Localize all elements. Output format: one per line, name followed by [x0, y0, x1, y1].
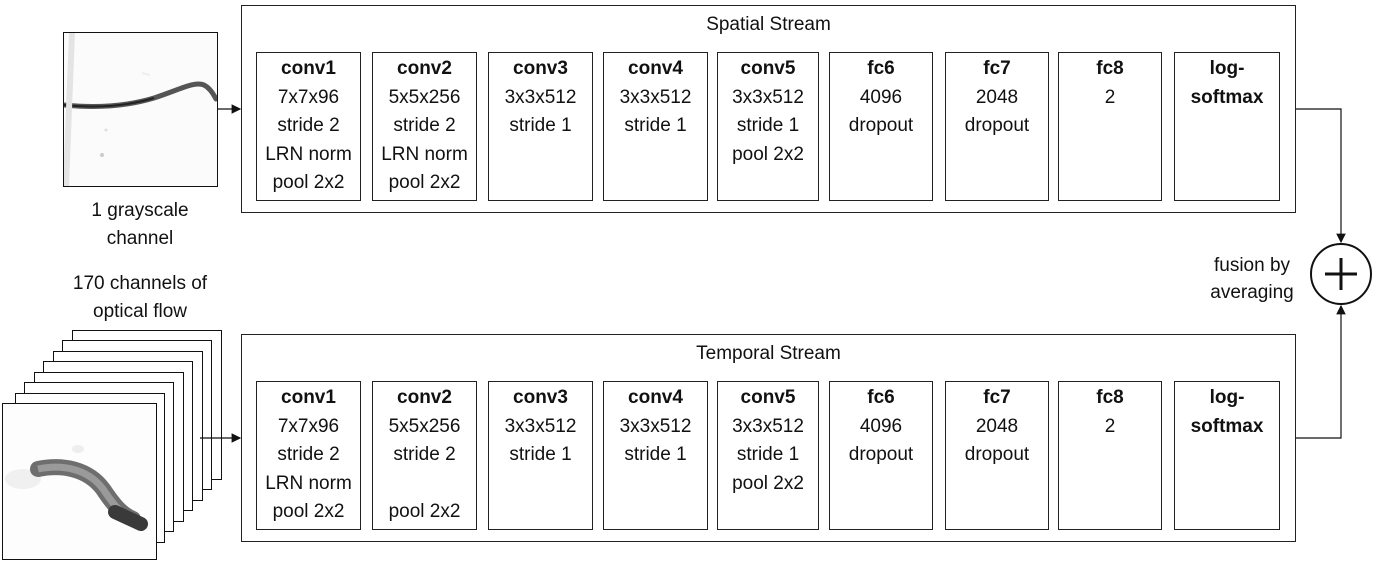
layer-detail: 3x3x512 — [619, 86, 692, 108]
temporal-layer-8: log- softmax — [1174, 381, 1280, 530]
temporal-stream-title: Temporal Stream — [696, 343, 841, 364]
optical-flow-input-caption: 170 channels of optical flow — [72, 273, 208, 322]
layer-detail: 3x3x512 — [619, 415, 692, 437]
layer-detail: stride 2 — [393, 115, 456, 136]
layer-detail: LRN norm — [381, 143, 468, 165]
grayscale-input-caption: 1 grayscale channel — [91, 200, 189, 249]
temporal-layer-5: fc6 4096 dropout — [829, 381, 933, 530]
layer-detail: stride 1 — [509, 444, 572, 465]
layer-detail: 3x3x512 — [504, 86, 577, 108]
layer-detail: 5x5x256 — [388, 86, 461, 108]
temporal-layer-1: conv2 5x5x256 stride 2 pool 2x2 — [372, 381, 477, 530]
layer-detail: 2 — [1104, 86, 1116, 108]
layer-detail: stride 2 — [277, 115, 340, 136]
layer-name: conv5 — [740, 58, 796, 79]
spatial-layer-6: fc7 2048 dropout — [945, 52, 1049, 201]
layer-detail: 7x7x96 — [277, 415, 340, 437]
temporal-layer-6: fc7 2048 dropout — [945, 381, 1049, 530]
spatial-layer-5: fc6 4096 dropout — [829, 52, 933, 201]
layer-name: fc6 — [867, 387, 895, 408]
layer-detail: 3x3x512 — [504, 415, 577, 437]
layer-detail: pool 2x2 — [272, 172, 345, 193]
layer-detail: pool 2x2 — [388, 172, 461, 193]
layer-name: conv4 — [628, 387, 683, 408]
layer-detail: stride 2 — [277, 444, 340, 465]
layer-detail: 4096 — [859, 86, 903, 108]
layer-detail: pool 2x2 — [732, 143, 804, 165]
layer-name: conv2 — [397, 58, 452, 79]
layer-detail: 7x7x96 — [277, 86, 340, 108]
layer-detail: LRN norm — [265, 472, 352, 494]
layer-detail: 2048 — [975, 86, 1019, 108]
temporal-layer-3: conv4 3x3x512 stride 1 — [603, 381, 708, 530]
optical-flow-front-image — [2, 403, 157, 560]
grayscale-input-image — [63, 32, 218, 187]
worm-grayscale-icon — [64, 33, 217, 186]
layer-detail: LRN norm — [265, 143, 352, 165]
temporal-layer-4: conv5 3x3x512 stride 1 pool 2x2 — [717, 381, 819, 530]
layer-name: log- softmax — [1190, 387, 1264, 437]
layer-detail: stride 2 — [393, 444, 456, 465]
layer-detail: pool 2x2 — [272, 501, 345, 522]
layer-detail: 3x3x512 — [732, 86, 804, 108]
fusion-plus-icon — [1310, 243, 1372, 305]
layer-detail: pool 2x2 — [732, 472, 804, 494]
layer-detail: dropout — [964, 115, 1030, 136]
layer-name: fc8 — [1096, 387, 1124, 408]
spatial-layer-1: conv2 5x5x256 stride 2 LRN norm pool 2x2 — [372, 52, 477, 201]
layer-detail: dropout — [964, 444, 1030, 465]
worm-optical-flow-icon — [3, 404, 156, 559]
spatial-stream-title: Spatial Stream — [706, 14, 831, 35]
layer-name: log- softmax — [1190, 58, 1264, 108]
layer-detail: 2048 — [975, 415, 1019, 437]
layer-name: fc7 — [983, 58, 1011, 79]
layer-name: fc8 — [1096, 58, 1124, 79]
layer-detail: dropout — [848, 444, 914, 465]
layer-name: fc7 — [983, 387, 1011, 408]
temporal-output-arrow — [1296, 304, 1346, 439]
layer-detail: 4096 — [859, 415, 903, 437]
layer-name: conv2 — [397, 387, 452, 408]
layer-detail: 2 — [1104, 415, 1116, 437]
fusion-label: fusion by averaging — [1210, 255, 1294, 303]
spatial-layer-4: conv5 3x3x512 stride 1 pool 2x2 — [717, 52, 819, 201]
layer-name: fc6 — [867, 58, 895, 79]
layer-name: conv4 — [628, 58, 683, 79]
layer-detail: stride 1 — [624, 115, 687, 136]
spatial-output-arrow — [1296, 108, 1346, 244]
layer-name: conv5 — [740, 387, 796, 408]
spatial-layer-0: conv1 7x7x96 stride 2 LRN norm pool 2x2 — [256, 52, 361, 201]
spatial-layer-3: conv4 3x3x512 stride 1 — [603, 52, 708, 201]
layer-detail: stride 1 — [736, 444, 800, 465]
layer-name: conv3 — [513, 387, 568, 408]
layer-detail: stride 1 — [624, 444, 687, 465]
layer-detail: 5x5x256 — [388, 415, 461, 437]
layer-name: conv3 — [513, 58, 568, 79]
layer-name: conv1 — [281, 387, 336, 408]
temporal-layer-0: conv1 7x7x96 stride 2 LRN norm pool 2x2 — [256, 381, 361, 530]
layer-detail: pool 2x2 — [388, 501, 461, 522]
layer-detail: dropout — [848, 115, 914, 136]
layer-name: conv1 — [281, 58, 336, 79]
layer-detail: stride 1 — [509, 115, 572, 136]
temporal-layer-2: conv3 3x3x512 stride 1 — [488, 381, 593, 530]
spatial-layer-2: conv3 3x3x512 stride 1 — [488, 52, 593, 201]
layer-detail: 3x3x512 — [732, 415, 804, 437]
plus-icon — [1325, 258, 1357, 290]
spatial-layer-8: log- softmax — [1174, 52, 1280, 201]
layer-detail: stride 1 — [736, 115, 800, 136]
